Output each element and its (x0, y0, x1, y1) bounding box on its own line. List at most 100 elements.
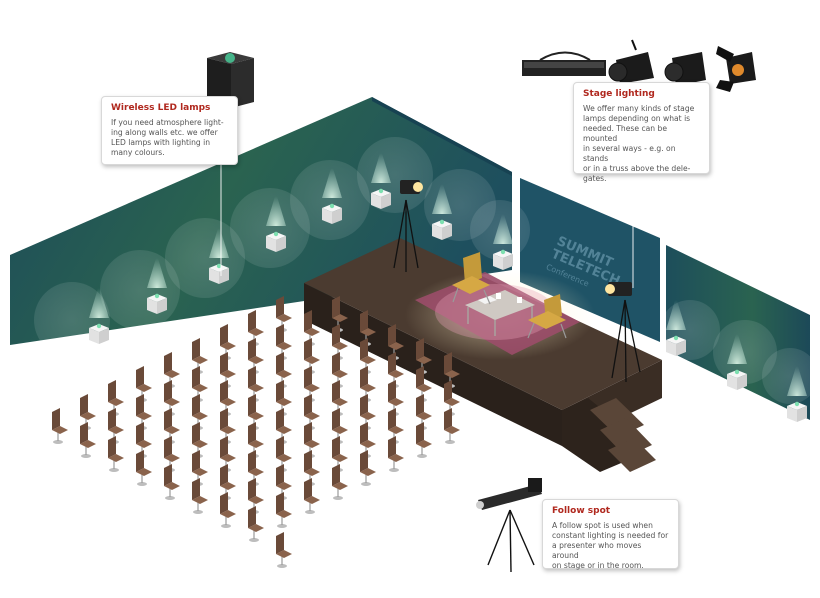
led-side (432, 224, 442, 240)
follow-spot-title: Follow spot (552, 506, 611, 516)
chair-back (304, 310, 312, 332)
led-side (797, 406, 807, 422)
armchair-seat (452, 276, 490, 294)
chair-base (53, 440, 63, 444)
chair-back (332, 352, 340, 374)
led-beam (371, 150, 391, 183)
chair-back (192, 366, 200, 388)
chair-back (332, 436, 340, 458)
led-lamp (432, 181, 452, 240)
chair-back (276, 436, 284, 458)
chair-base (249, 538, 259, 542)
led-light (329, 203, 335, 209)
chair-back (332, 324, 340, 346)
chair-back (108, 436, 116, 458)
audience-chair (304, 394, 320, 430)
chair-base (445, 440, 455, 444)
audience-chair (388, 436, 404, 472)
chair-back (416, 366, 424, 388)
chair-back (136, 450, 144, 472)
chair-back (332, 380, 340, 402)
chair-back (276, 296, 284, 318)
chair-back (388, 408, 396, 430)
chair-back (276, 464, 284, 486)
chair-back (388, 380, 396, 402)
chair-back (192, 338, 200, 360)
chair-back (276, 380, 284, 402)
chair-back (136, 366, 144, 388)
chair-back (360, 338, 368, 360)
led-side (381, 193, 391, 209)
chair-back (248, 506, 256, 528)
follow-spot (476, 478, 542, 573)
chair-back (52, 408, 60, 430)
led-light (154, 293, 160, 299)
chair-base (109, 468, 119, 472)
chair-back (192, 478, 200, 500)
led-light (500, 249, 506, 255)
led-side (727, 374, 737, 390)
led-side (89, 328, 99, 344)
chair-back (360, 450, 368, 472)
chair-back (248, 310, 256, 332)
audience-chair (360, 450, 376, 486)
chair-back (360, 422, 368, 444)
led-side (322, 208, 332, 224)
led-beam (727, 331, 747, 364)
led-light (734, 369, 740, 375)
audience-chair (360, 394, 376, 430)
cup (496, 293, 501, 299)
audience-chair (276, 492, 292, 528)
chair-back (388, 324, 396, 346)
cup (517, 297, 522, 303)
chair-back (304, 394, 312, 416)
led-side (737, 374, 747, 390)
audience-chair (388, 352, 404, 388)
chair-base (193, 510, 203, 514)
audience-chair (80, 422, 96, 458)
chair-back (388, 352, 396, 374)
chair-back (248, 394, 256, 416)
chair-back (220, 492, 228, 514)
chair-back (164, 352, 172, 374)
chair-back (220, 464, 228, 486)
chair-back (444, 352, 452, 374)
armchair-leg (527, 322, 535, 339)
audience-chair (388, 408, 404, 444)
chair-back (360, 366, 368, 388)
led-side (147, 298, 157, 314)
led-light (273, 231, 279, 237)
led-light (673, 335, 679, 341)
audience-chair (444, 408, 460, 444)
wireless-led-text: If you need atmosphere light- ing along … (111, 118, 224, 157)
chair-back (276, 352, 284, 374)
audience-chair (164, 464, 180, 500)
audience-chair (192, 366, 208, 402)
stair-step-3 (608, 438, 656, 472)
led-side (276, 236, 286, 252)
chair-base (361, 482, 371, 486)
audience-chair (192, 478, 208, 514)
audience-chair (52, 408, 68, 444)
led-light (794, 401, 800, 407)
led-lamp (493, 211, 513, 270)
led-side (493, 254, 503, 270)
stage-left-side (304, 283, 562, 446)
audience-chair (220, 380, 236, 416)
follow-spot-callout: Follow spot A follow spot is used when c… (542, 499, 679, 570)
papers (478, 296, 497, 304)
armchair-leg (560, 323, 567, 339)
led-lamp (666, 297, 686, 356)
wall-halo (713, 320, 777, 384)
chair-back (332, 296, 340, 318)
chair-back (164, 436, 172, 458)
audience-chair (248, 478, 264, 514)
chair-back (108, 380, 116, 402)
chair-back (304, 422, 312, 444)
chair-back (332, 464, 340, 486)
led-beam (432, 181, 452, 214)
led-beam (147, 255, 167, 288)
stage-lamp-products (522, 39, 756, 92)
armchair-back (463, 252, 482, 284)
audience-chair (360, 310, 376, 346)
